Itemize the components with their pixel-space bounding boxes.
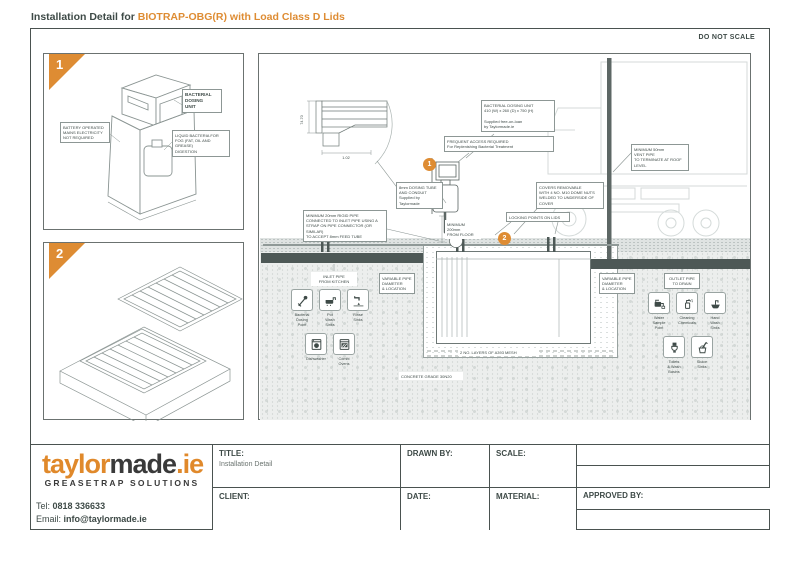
material-field-label: MATERIAL: [496, 492, 540, 501]
spray-bottle-icon [684, 298, 693, 309]
rinse-sink-icon [353, 295, 363, 306]
tile-water-sample-point [648, 292, 670, 314]
sheet-title-product: BIOTRAP-OBG(R) with Load Class D Lids [137, 11, 345, 23]
tile-label: Water Sample Point [652, 316, 666, 330]
tile-pot-wash-sinks [319, 289, 341, 311]
dropper-icon [297, 295, 307, 307]
sheet-title: Installation Detail for BIOTRAP-OBG(R) w… [31, 11, 345, 23]
mop-bucket-icon [698, 341, 708, 353]
marker-2-badge: 2 [498, 232, 511, 245]
tile-label: Bacterial Dosing Point [294, 313, 310, 327]
tile-label: Rinse Sinks [353, 313, 363, 322]
scale-cell: SCALE: [490, 445, 576, 487]
variable-pipe-left-label: VARIABLE PIPE DIAMETER & LOCATION [379, 273, 415, 295]
tel-label: Tel: [36, 501, 53, 511]
approved-by-cell: APPROVED BY: [577, 488, 770, 509]
pot-wash-sink-icon [325, 296, 336, 306]
company-logo: taylormade.ie [42, 449, 204, 480]
do-not-scale-note: DO NOT SCALE [698, 34, 755, 41]
grease-trap-tank [436, 251, 591, 344]
material-cell: MATERIAL: [490, 488, 576, 530]
min-floor-label: MINIMUM 200mm FROM FLOOR [445, 220, 481, 240]
outlet-pipe-label: OUTLET PIPE TO DRAIN [664, 273, 700, 289]
email-label: Email: [36, 514, 64, 524]
tile-label: Combi Ovens [338, 357, 350, 366]
tile-label: Cleaning Chemicals [678, 316, 696, 325]
dosing-unit-spec-label: BACTERIAL DOSING UNIT 410 (W) x 260 (D) … [481, 100, 555, 132]
client-field-label: CLIENT: [219, 492, 250, 501]
tile-label: Sluice Sinks [696, 360, 708, 369]
tile-label: Hand Wash Sinks [710, 316, 720, 330]
tile-dishwasher [305, 333, 327, 355]
titleblock-h1 [212, 487, 770, 488]
variable-pipe-right-label: VARIABLE PIPE DIAMETER & LOCATION [599, 273, 635, 295]
inlet-pipe-label: INLET PIPE FROM KITCHEN [311, 272, 357, 286]
title-field-label: TITLE: [219, 449, 244, 458]
logo-taylor: taylor [42, 449, 111, 479]
tile-label: Dishwasher [306, 357, 326, 361]
battery-operated-label: BATTERY OPERATED MAINS ELECTRICITY NOT R… [60, 122, 110, 144]
title-field-value: Installation Detail [219, 461, 273, 468]
tile-label: Pot Wash Sinks [325, 313, 335, 327]
tile-sluice-sinks [691, 336, 713, 358]
tile-bacterial-dosing-point [291, 289, 313, 311]
detail-callout-1: 1 BACTERIAL DOSING UNIT BATTERY OPERATED… [43, 53, 244, 230]
bacterial-dosing-unit-label: BACTERIAL DOSING UNIT [182, 89, 222, 113]
approved-by-field-label: APPROVED BY: [583, 491, 644, 500]
tile-cleaning-chemicals [676, 292, 698, 314]
corner-triangle-2 [49, 243, 85, 279]
hand-wash-icon [710, 299, 720, 308]
tile-hand-wash-sinks [704, 292, 726, 314]
callout-2-number: 2 [56, 246, 64, 261]
locking-points-label: LOCKING POINTS ON LIDS [506, 212, 570, 223]
water-sample-icon [654, 299, 665, 309]
date-field-label: DATE: [407, 492, 431, 501]
lids-isometric-drawing [59, 266, 243, 428]
rigid-pipe-label: MINIMUM 20mm RIGID PIPE CONNECTED TO INL… [303, 210, 387, 242]
tile-toilets-wash-basins [663, 336, 685, 358]
drawn-by-cell: DRAWN BY: [401, 445, 489, 487]
liquid-bacteria-label: LIQUID BACTERIA FOR FOG (FAT, OIL AND GR… [172, 130, 230, 157]
dim-width-text: 1.02 [342, 156, 349, 160]
drawn-by-field-label: DRAWN BY: [407, 449, 453, 458]
client-cell: CLIENT: [213, 488, 400, 530]
corner-triangle-1 [49, 54, 85, 90]
logo-ie: .ie [176, 449, 204, 479]
titleblock-h3 [576, 509, 770, 510]
logo-made: made [109, 449, 178, 479]
dim-height-text: 74.70 [300, 115, 304, 125]
combi-oven-icon [339, 338, 349, 350]
vent-pipe-label: MINIMUM 50mm VENT PIPE TO TERMINATE AT R… [631, 144, 689, 171]
tel-value: 0818 336633 [52, 501, 106, 511]
sheet-title-prefix: Installation Detail for [31, 11, 138, 23]
dosing-tube-label: 8mm DOSING TUBE AND CONDUIT Supplied by … [396, 182, 443, 209]
scale-field-label: SCALE: [496, 449, 526, 458]
covers-removable-label: COVERS REMOVABLE WITH 4 NO. M10 DOME NUT… [536, 182, 604, 209]
main-section-drawing: 74.70 1.02 [258, 53, 751, 420]
frequent-access-label: FREQUENT ACCESS REQUIRED For Replenishin… [444, 136, 554, 152]
title-cell: TITLE: Installation Detail [213, 445, 400, 487]
detail-callout-2: 2 [43, 242, 244, 428]
marker-1-badge: 1 [423, 158, 436, 171]
dishwasher-icon [311, 338, 321, 350]
titleblock-h2 [576, 465, 770, 466]
date-cell: DATE: [401, 488, 489, 530]
email-value: info@taylormade.ie [63, 514, 147, 524]
tel-line: Tel: 0818 336633 [36, 501, 105, 511]
tile-rinse-sinks [347, 289, 369, 311]
tile-combi-ovens [333, 333, 355, 355]
tile-label: Toilets & Wash Basins [667, 360, 681, 374]
mesh-label: 2 NO. LAYERS OF A393 MESH [458, 348, 536, 357]
logo-subtitle: GREASETRAP SOLUTIONS [44, 478, 200, 488]
callout-1-number: 1 [56, 57, 64, 72]
concrete-grade-label: CONCRETE GRADE 30N20 [399, 372, 463, 381]
lid-edge-detail [315, 100, 393, 165]
toilet-icon [670, 342, 678, 353]
vent-pipe [607, 58, 612, 266]
email-line: Email: info@taylormade.ie [36, 514, 147, 524]
